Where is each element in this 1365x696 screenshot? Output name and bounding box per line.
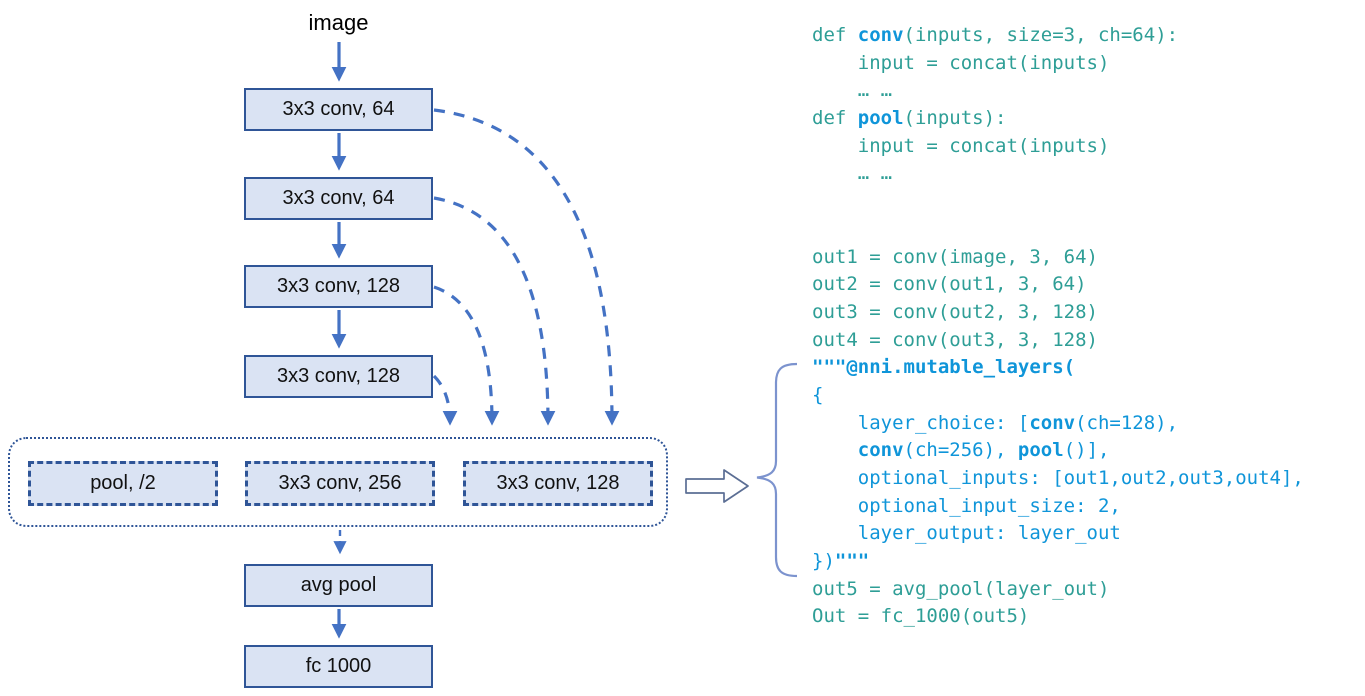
fc-block: fc 1000 — [244, 645, 433, 688]
code-line: def conv(inputs, size=3, ch=64): — [812, 24, 1179, 46]
code-line: })""" — [812, 550, 870, 573]
conv-block-1: 3x3 conv, 64 — [244, 88, 433, 131]
avg-pool-block: avg pool — [244, 564, 433, 607]
mutable-choice-conv128: 3x3 conv, 128 — [463, 461, 653, 506]
code-line: input = concat(inputs) — [812, 134, 1110, 157]
input-label: image — [308, 10, 369, 35]
code-line: out4 = conv(out3, 3, 128) — [812, 328, 1098, 351]
skip-curve-conv3 — [433, 285, 500, 426]
conv-block-3: 3x3 conv, 128 — [244, 265, 433, 308]
code-line: input = concat(inputs) — [812, 51, 1110, 74]
code-line: """@nni.mutable_layers( — [812, 356, 1076, 379]
conv-block-4: 3x3 conv, 128 — [244, 355, 433, 398]
mutable-choice-conv256: 3x3 conv, 256 — [245, 461, 435, 506]
code-line: out3 = conv(out2, 3, 128) — [812, 300, 1098, 323]
skip-curve-conv1 — [433, 108, 620, 426]
skip-curve-conv4 — [432, 374, 458, 426]
code-line: { — [812, 383, 824, 406]
code-line: layer_choice: [conv(ch=128), — [812, 411, 1179, 434]
code-line: Out = fc_1000(out5) — [812, 605, 1030, 628]
block-arrow-icon — [685, 469, 749, 503]
skip-curve-conv2 — [433, 196, 556, 426]
conv-block-2: 3x3 conv, 64 — [244, 177, 433, 220]
code-line: … … — [812, 79, 893, 102]
code-line: out1 = conv(image, 3, 64) — [812, 245, 1098, 268]
code-block: def conv(inputs, size=3, ch=64): input =… — [812, 22, 1357, 631]
mutable-choice-pool: pool, /2 — [28, 461, 218, 506]
code-line: out5 = avg_pool(layer_out) — [812, 577, 1110, 600]
code-line — [812, 188, 1357, 216]
code-line: layer_output: layer_out — [812, 522, 1121, 545]
code-line: out2 = conv(out1, 3, 64) — [812, 273, 1087, 296]
code-line: optional_input_size: 2, — [812, 494, 1121, 517]
code-line: conv(ch=256), pool()], — [857, 439, 1110, 462]
code-brace — [756, 362, 798, 578]
code-line — [812, 216, 1357, 244]
code-line: optional_inputs: [out1,out2,out3,out4], — [812, 467, 1304, 489]
code-line: … … — [812, 162, 893, 185]
mutable-layer-container — [8, 437, 668, 527]
code-line: def pool(inputs): — [812, 107, 1007, 130]
